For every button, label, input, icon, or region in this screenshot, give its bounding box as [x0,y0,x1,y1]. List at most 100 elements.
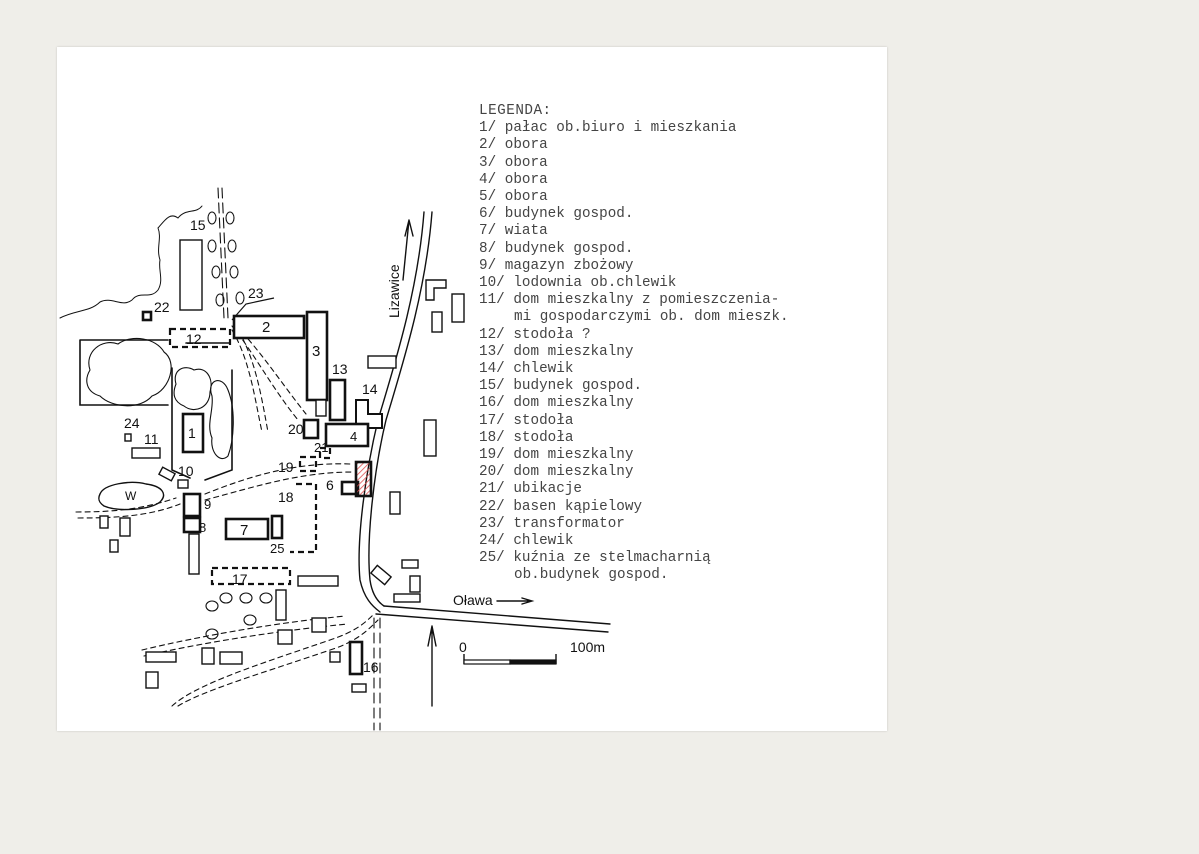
legend-item-number: 18/ [479,429,505,446]
shed [201,647,215,665]
path-dashed [171,613,375,707]
shed [351,683,367,693]
legend-item-text: stodoła ? [513,326,591,343]
legend-item-number: 6/ [479,206,497,223]
building-21 [318,446,332,460]
building-17 [210,566,292,586]
label-building-17: 17 [232,571,248,587]
legend-item-number: 19/ [479,447,505,464]
shed [275,589,287,621]
building-18 [290,482,318,554]
shed [145,651,177,663]
legend-item-text: dom mieszkalny [513,464,634,481]
hedge-boundary [59,205,203,319]
legend-item: 24/ chlewik [479,533,879,550]
legend-item-number: 23/ [479,515,505,532]
legend-item-number: 24/ [479,533,505,550]
legend-item: 6/ budynek gospod. [479,206,879,223]
shed [329,651,341,663]
legend-item-number: 8/ [479,240,497,257]
shed [315,399,327,417]
road-east [383,605,611,625]
main-road [358,211,425,613]
legend-item-number: 21/ [479,481,505,498]
scale-end-label: 100m [570,639,605,655]
label-building-25: 25 [270,541,284,556]
building-7 [224,517,270,541]
legend-item: 10/ lodownia ob.chlewik [479,275,879,292]
shed [145,671,159,689]
legend-item: 19/ dom mieszkalny [479,447,879,464]
shed [367,355,397,369]
legend-item-number: 3/ [479,154,497,171]
shed [423,419,437,457]
label-building-18: 18 [278,489,294,505]
legend-item-number: 14/ [479,361,505,378]
legend-item-number: 13/ [479,343,505,360]
label-building-11: 11 [144,431,159,447]
tree [259,592,273,604]
label-river-lizawice: Lizawice [386,264,402,318]
label-building-7: 7 [240,522,248,539]
legend-item-number: 20/ [479,464,505,481]
legend-item-text: kuźnia ze stelmacharnią [513,550,711,567]
building-20 [302,418,320,440]
legend-item-number: 15/ [479,378,505,395]
legend-item-text: budynek gospod. [513,378,643,395]
legend-item: 8/ budynek gospod. [479,241,879,258]
label-building-9: 9 [204,497,211,512]
north-arrow [427,625,437,707]
legend-item-text: pałac ob.biuro i mieszkania [504,120,737,137]
legend-item-number: 4/ [479,171,497,188]
label-building-22: 22 [154,299,170,315]
legend-item: 2/ obora [479,137,879,154]
legend-item: 25/ kuźnia ze stelmacharnią [479,550,879,567]
label-building-1: 1 [188,425,196,441]
legend-item-text: obora [504,189,548,206]
tree [205,628,219,640]
shed [401,559,419,569]
path-dashed [231,329,263,433]
pond [98,481,165,511]
tree-clump [173,367,212,410]
tree [227,239,237,253]
legend-item-continuation: ob.budynek gospod. [514,567,669,584]
building-13 [328,378,347,422]
legend-item: 16/ dom mieszkalny [479,395,879,412]
label-building-19: 19 [278,459,294,475]
legend-item-text: stodoła [513,412,574,429]
tree [207,239,217,253]
legend-item-number: 2/ [479,137,497,154]
legend-item: 20/ dom mieszkalny [479,464,879,481]
path-dashed [177,619,379,707]
legend-item: 9/ magazyn zbożowy [479,258,879,275]
path-dashed [204,463,351,495]
legend-item-number: 9/ [479,257,497,274]
shed [369,564,393,586]
label-building-13: 13 [332,361,348,377]
legend-item-number: 7/ [479,223,497,240]
legend-item-number: 17/ [479,412,505,429]
legend-item: 17/ stodoła [479,413,879,430]
shed [389,491,401,515]
label-building-12: 12 [186,331,202,347]
legend-item-text: budynek gospod. [504,206,634,223]
label-building-24: 24 [124,415,140,431]
shed [188,533,200,575]
shed [451,293,465,323]
path-dashed [231,325,299,421]
legend-item-text: obora [504,137,548,154]
legend-item: 7/ wiata [479,223,879,240]
legend-item-number: 12/ [479,326,505,343]
legend-item: 15/ budynek gospod. [479,378,879,395]
legend-item-text: wiata [504,223,548,240]
map-sheet [57,47,887,731]
building-8 [182,516,202,534]
label-building-20: 20 [288,421,304,437]
legend-title: LEGENDA: [479,103,552,119]
tree-clump [86,337,172,407]
legend-item-number: 25/ [479,550,505,567]
legend-item-text: ubikacje [513,481,582,498]
legend-item-text: lodownia ob.chlewik [513,275,677,292]
